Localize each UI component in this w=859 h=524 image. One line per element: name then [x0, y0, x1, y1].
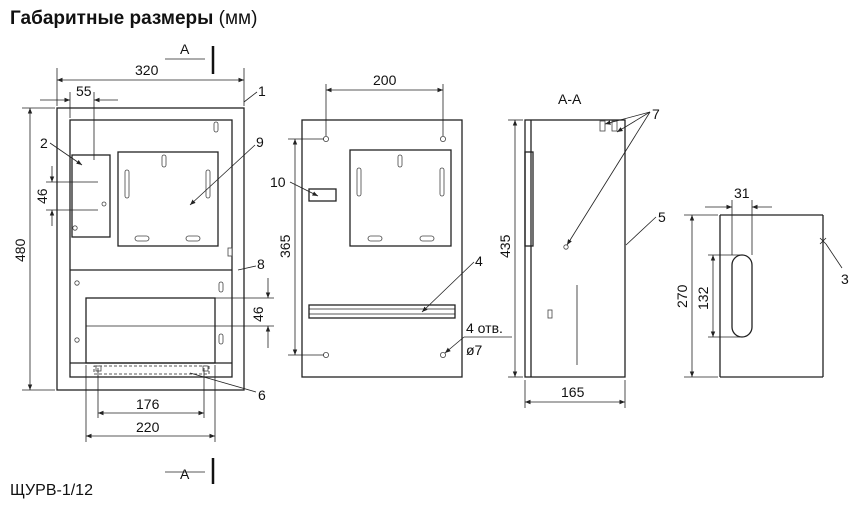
front-slot: [218, 333, 224, 345]
din-rail: [93, 365, 210, 375]
detail-mark: [819, 237, 827, 245]
back-view: 200 365 10 4 4 отв. ø7: [270, 72, 512, 378]
dim-480: 480: [12, 238, 28, 262]
dim-176: 176: [136, 396, 160, 412]
detail-slot: [731, 254, 753, 338]
section-title: А-А: [558, 91, 582, 107]
breaker-module: [71, 154, 111, 238]
hole-diameter: ø7: [466, 342, 483, 358]
leader-1: [243, 91, 258, 103]
leader-8: [237, 265, 257, 271]
section-mark-bottom: А: [180, 466, 190, 482]
dim-55: 55: [76, 83, 92, 99]
side-detail-view: 31 270 132 3: [674, 185, 849, 378]
callout-3: 3: [841, 271, 849, 287]
callout-1: 1: [258, 83, 266, 99]
dim-200: 200: [373, 72, 397, 88]
callout-4: 4: [475, 253, 483, 269]
back-slot: [439, 167, 445, 197]
back-meter-plate: [349, 149, 452, 247]
callout-9: 9: [256, 134, 264, 150]
mount-hole: [439, 135, 446, 142]
leader-2: [49, 142, 83, 166]
meter-plate: [117, 151, 219, 247]
back-slot: [367, 235, 383, 242]
section-meter-plate: [524, 151, 534, 247]
leader-9: [189, 144, 256, 206]
callout-5: 5: [658, 209, 666, 225]
section-mark-top: А: [180, 41, 190, 57]
back-slot: [397, 154, 403, 168]
back-slot: [356, 167, 362, 197]
callout-2: 2: [40, 135, 48, 151]
front-latch: [213, 121, 219, 133]
leader-7: [566, 111, 651, 246]
dim-31: 31: [734, 185, 750, 201]
mount-hole: [322, 135, 329, 142]
front-door-outline: [56, 107, 245, 391]
section-clip: [547, 309, 553, 319]
meter-slot-bottom-right: [185, 235, 201, 242]
front-hole: [74, 337, 80, 343]
leader-10: [289, 181, 319, 197]
holes-note: 4 отв.: [466, 320, 503, 336]
section-body: [524, 119, 626, 378]
front-hinge: [227, 247, 233, 257]
front-hole: [74, 280, 80, 286]
section-latch: [611, 120, 618, 132]
section-latch: [599, 120, 606, 132]
mount-hole: [322, 351, 329, 358]
dim-165: 165: [561, 384, 585, 400]
leader-7: [616, 111, 651, 133]
meter-slot-top: [161, 154, 167, 168]
front-slot: [218, 281, 224, 293]
mount-hole: [439, 351, 446, 358]
back-panel-outline: [301, 119, 463, 378]
leader-7: [604, 111, 651, 125]
din-rail-back: [308, 304, 456, 319]
dim-270: 270: [674, 284, 690, 308]
din-clip: [95, 365, 102, 372]
callout-10: 10: [270, 174, 286, 190]
leader-4: [421, 261, 475, 313]
back-bracket: [308, 188, 337, 202]
dim-320: 320: [135, 62, 159, 78]
callout-8: 8: [257, 256, 265, 272]
meter-slot-bottom-left: [134, 235, 150, 242]
page-title: Габаритные размеры (мм): [10, 8, 257, 30]
din-clip: [202, 365, 209, 372]
leader-holes: [444, 336, 465, 354]
back-slot: [419, 235, 435, 242]
meter-slot-left: [124, 169, 130, 199]
front-hole: [72, 225, 78, 231]
page-title-unit: (мм): [218, 8, 258, 29]
leader-6: [189, 372, 257, 393]
dim-132: 132: [695, 286, 711, 310]
dim-365: 365: [277, 234, 293, 258]
section-hole: [563, 244, 569, 250]
dim-435: 435: [497, 234, 513, 258]
callout-6: 6: [258, 387, 266, 403]
leader-3: [825, 243, 843, 269]
model-designation: ЩУРВ-1/12: [10, 482, 93, 499]
meter-slot-right: [205, 169, 211, 199]
callout-7: 7: [652, 106, 660, 122]
front-view: А А 320 55 480 46 176 220: [12, 41, 274, 484]
dim-220: 220: [136, 419, 160, 435]
section-view: А-А 435 165 7 5: [497, 91, 666, 408]
front-hole: [101, 201, 107, 207]
dim-46a: 46: [34, 188, 50, 204]
terminal-panel: [85, 297, 216, 364]
page-title-main: Габаритные размеры: [10, 8, 214, 29]
leader-5: [625, 216, 657, 246]
dim-46b: 46: [250, 306, 266, 322]
